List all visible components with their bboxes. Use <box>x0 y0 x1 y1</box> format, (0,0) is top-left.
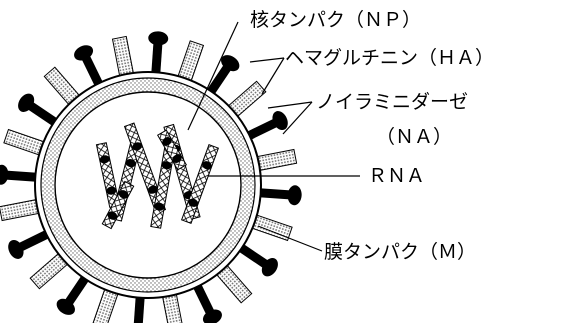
nucleoprotein-blob <box>132 142 143 151</box>
nucleoprotein-blob <box>107 211 118 220</box>
rna-segment <box>180 144 220 224</box>
na-leader-a <box>267 101 313 109</box>
na-label-line1: ノイラミニダーゼ <box>316 91 468 113</box>
hemagglutinin-spike <box>191 280 222 323</box>
na-leader-b <box>282 101 313 135</box>
hemagglutinin-spike <box>74 45 105 90</box>
nucleoprotein-blob <box>162 137 172 146</box>
rna-label: ＲＮＡ <box>368 165 425 187</box>
hemagglutinin-spike <box>133 292 145 323</box>
np-label: 核タンパク（ＮＰ） <box>250 9 421 31</box>
nucleoprotein-blob <box>118 190 129 199</box>
hemagglutinin-spike <box>56 272 92 315</box>
hemagglutinin-spike <box>235 241 278 277</box>
nucleoprotein-blob <box>201 161 212 170</box>
leader-lines <box>187 21 360 252</box>
nucleoprotein-blob <box>99 155 110 164</box>
na-label-line2: （ＮＡ） <box>376 126 452 148</box>
hemagglutinin-spike <box>243 111 288 142</box>
hemagglutinin-spike <box>8 228 53 259</box>
rna-segment <box>156 129 188 171</box>
ha-label: ヘマグルチニン（ＨＡ） <box>285 47 494 69</box>
nucleoprotein-blob <box>172 154 182 163</box>
ha-leader-a <box>249 57 285 63</box>
nucleoprotein-blob <box>188 198 199 207</box>
hemagglutinin-spike <box>255 185 302 206</box>
m-label: 膜タンパク（Ｍ） <box>324 241 476 263</box>
nucleoprotein-blob <box>106 186 117 195</box>
ha-leader-b <box>261 57 285 95</box>
rna-segments <box>95 122 220 230</box>
nucleoprotein-blob <box>161 161 172 170</box>
nucleoprotein-blob <box>125 159 136 168</box>
hemagglutinin-spike <box>204 55 240 98</box>
nucleoprotein-blob <box>154 202 165 211</box>
np-leader <box>187 21 239 131</box>
rna-segment <box>95 142 121 208</box>
hemagglutinin-spike <box>18 93 61 129</box>
hemagglutinin-spike <box>148 31 169 78</box>
rna-segment <box>101 180 135 230</box>
hemagglutinin-spike <box>0 164 41 185</box>
m-leader <box>257 225 323 252</box>
nucleoprotein-blob <box>147 185 158 194</box>
